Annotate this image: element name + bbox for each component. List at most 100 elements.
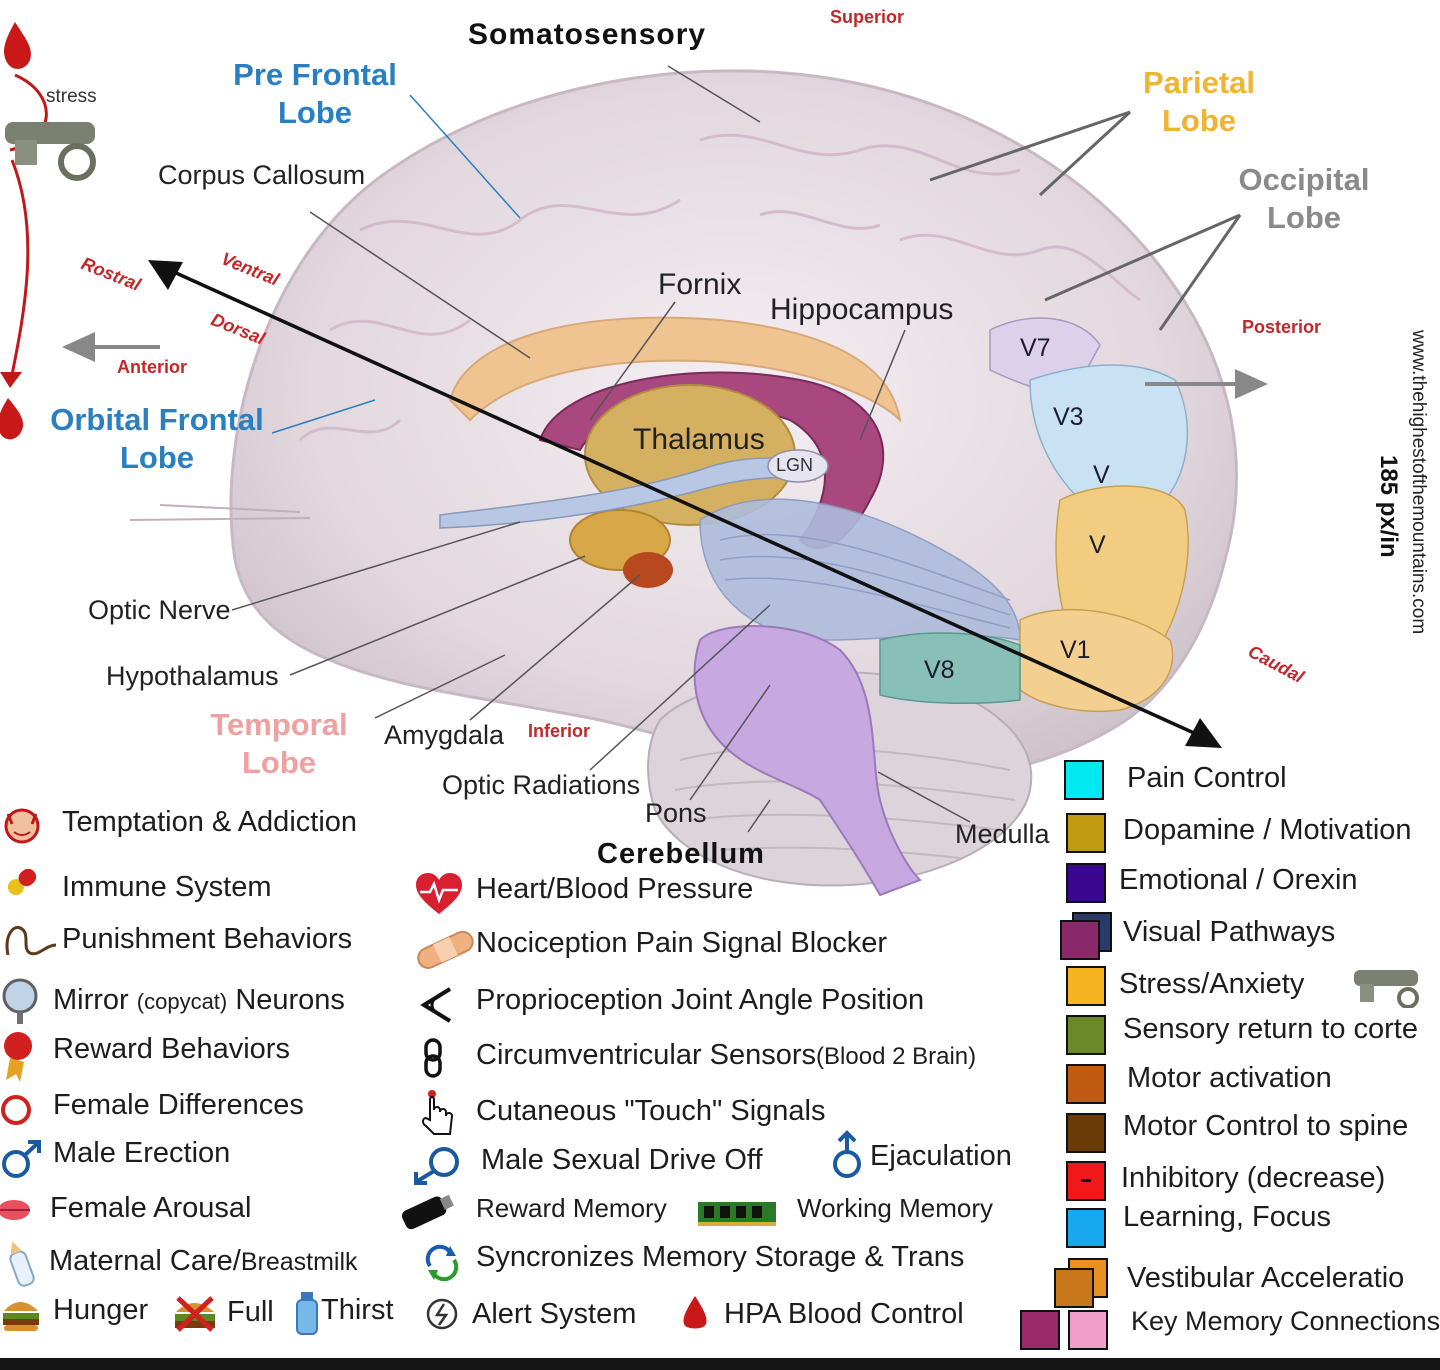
- axis-arrowhead-rostral: [148, 260, 183, 290]
- mirror-icon: [0, 976, 44, 1026]
- legend-maternal-small: Breastmilk: [240, 1248, 358, 1276]
- legend-immune: Immune System: [62, 871, 272, 903]
- brainstem-shape: [693, 625, 922, 897]
- clamp-icon: [5, 122, 96, 181]
- legend-mirror: Mirror (copycat) Neurons: [53, 986, 345, 1015]
- sync-icon: [422, 1244, 462, 1282]
- legend-motor-control: Motor Control to spine: [1123, 1110, 1409, 1142]
- label-stress: stress: [46, 86, 97, 107]
- swatch-motor-activation: [1066, 1064, 1106, 1104]
- label-optic-nerve: Optic Nerve: [88, 595, 231, 625]
- stress-pathway: [9, 73, 48, 376]
- label-v-lower: V: [1089, 531, 1106, 559]
- corpus-callosum-shape: [448, 316, 902, 423]
- legend-thirst: Thirst: [321, 1294, 394, 1326]
- legend-circumventricular-main: Circumventricular Sensors: [476, 1039, 817, 1071]
- label-v8: V8: [924, 656, 955, 684]
- legend-nociception: Nociception Pain Signal Blocker: [476, 927, 888, 959]
- label-orbital-frontal-lobe: Orbital Frontal Lobe: [50, 402, 264, 475]
- blood-drop-icon: [0, 398, 23, 440]
- label-v7: V7: [1020, 334, 1051, 362]
- blood-drop-icon: [4, 22, 31, 69]
- label-lgn: LGN: [776, 455, 814, 475]
- label-v-upper: V: [1093, 461, 1110, 489]
- label-inferior: Inferior: [528, 721, 591, 741]
- legend-ejaculation: Ejaculation: [870, 1140, 1012, 1172]
- label-pre-frontal-lobe: Pre Frontal Lobe: [233, 57, 397, 130]
- clamp-icon: [1352, 964, 1426, 1008]
- label-posterior: Posterior: [1242, 317, 1322, 337]
- legend-key-memory: Key Memory Connections: [1131, 1306, 1440, 1336]
- label-amygdala: Amygdala: [384, 720, 505, 750]
- scale-note: 185 px/in: [1375, 455, 1402, 558]
- legend-full: Full: [227, 1296, 274, 1328]
- award-ribbon-icon: [0, 1028, 40, 1082]
- water-bottle-icon: [290, 1288, 324, 1336]
- legend-hpa: HPA Blood Control: [724, 1298, 964, 1330]
- full-burger-icon: [170, 1292, 220, 1336]
- hpa-blood-drop-icon: [678, 1294, 712, 1334]
- legend-mirror-end: Neurons: [235, 984, 345, 1016]
- legend-heart: Heart/Blood Pressure: [476, 873, 754, 905]
- usb-drive-icon: [394, 1190, 458, 1234]
- legend-inhibitory: Inhibitory (decrease): [1121, 1162, 1386, 1194]
- baby-bottle-icon: [0, 1236, 40, 1290]
- chain-link-icon: [420, 1036, 448, 1082]
- leader-lines: [231, 65, 971, 833]
- legend-dopamine: Dopamine / Motivation: [1123, 814, 1412, 846]
- visual-area-v8: [879, 632, 1021, 705]
- label-anterior: Anterior: [117, 357, 188, 377]
- legend-alert: Alert System: [472, 1298, 637, 1330]
- male-off-icon: [410, 1140, 464, 1186]
- swatch-stress: [1066, 966, 1106, 1006]
- visual-area-v3: [1029, 364, 1189, 501]
- label-somatosensory: Somatosensory: [468, 18, 707, 51]
- pointing-hand-icon: [418, 1088, 458, 1136]
- devil-face-icon: [0, 804, 48, 844]
- swatch-key-memory-dark: [1020, 1310, 1060, 1350]
- legend-vestibular: Vestibular Acceleratio: [1127, 1262, 1405, 1294]
- swatch-learning: [1066, 1208, 1106, 1248]
- legend-motor-activation: Motor activation: [1127, 1062, 1332, 1094]
- swatch-pain-control: [1064, 760, 1104, 800]
- legend-female-arousal: Female Arousal: [50, 1192, 252, 1224]
- legend-male-erection: Male Erection: [53, 1137, 231, 1169]
- whip-icon: [0, 915, 60, 963]
- label-optic-radiations: Optic Radiations: [442, 770, 641, 800]
- gyri-lines: [298, 133, 1141, 442]
- legend-proprioception: Proprioception Joint Angle Position: [476, 984, 925, 1016]
- label-hippocampus: Hippocampus: [770, 293, 954, 326]
- legend-working-memory: Working Memory: [797, 1193, 994, 1223]
- swatch-key-memory: [1068, 1310, 1108, 1350]
- legend-female-diff: Female Differences: [53, 1089, 304, 1121]
- olfactory-lines: [129, 504, 311, 521]
- label-corpus-callosum: Corpus Callosum: [158, 160, 366, 190]
- lips-icon: [0, 1196, 36, 1224]
- legend-punishment: Punishment Behaviors: [62, 923, 353, 955]
- ejaculation-icon: [830, 1130, 866, 1180]
- female-symbol-icon: [0, 1092, 36, 1128]
- legend-maternal: Maternal Care/Breastmilk: [49, 1247, 358, 1276]
- rostral-caudal-axis: [164, 266, 1206, 740]
- legend-sensory-return: Sensory return to corte: [1123, 1013, 1418, 1045]
- legend-pain-control: Pain Control: [1127, 762, 1287, 794]
- bandage-icon: [414, 926, 476, 972]
- legend-mirror-small: (copycat): [136, 989, 228, 1014]
- label-cerebellum: Cerebellum: [597, 838, 765, 870]
- legend-syncronizes: Syncronizes Memory Storage & Trans: [476, 1241, 965, 1273]
- label-occipital-lobe: Occipital Lobe: [1238, 162, 1370, 235]
- bottom-border: [0, 1358, 1440, 1370]
- label-fornix: Fornix: [658, 268, 742, 301]
- legend-circumventricular: Circumventricular Sensors(Blood 2 Brain): [476, 1041, 976, 1070]
- legend-male-drive-off: Male Sexual Drive Off: [481, 1144, 763, 1176]
- swatch-sensory-return: [1066, 1015, 1106, 1055]
- label-medulla: Medulla: [955, 819, 1050, 849]
- visual-area-v1: [1019, 608, 1174, 713]
- legend-reward: Reward Behaviors: [53, 1033, 290, 1065]
- heart-beat-icon: [414, 872, 464, 916]
- legend-temptation: Temptation & Addiction: [62, 806, 358, 838]
- legend-hunger: Hunger: [53, 1294, 149, 1326]
- swatch-emotional: [1066, 863, 1106, 903]
